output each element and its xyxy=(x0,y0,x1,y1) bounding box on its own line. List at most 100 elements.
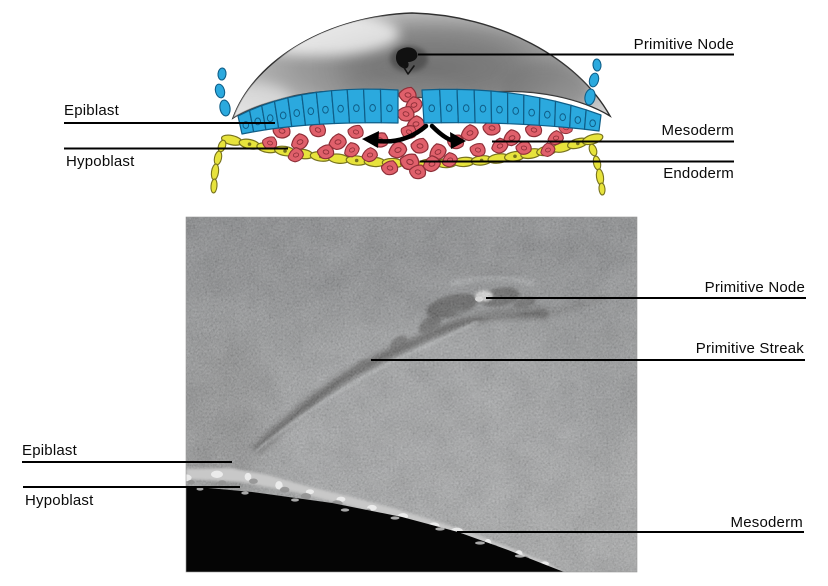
epiblast-cell-nucleus xyxy=(528,108,535,117)
crumb-highlight xyxy=(211,470,223,478)
label-hypoblast-sem: Hypoblast xyxy=(25,492,94,509)
epiblast-cell xyxy=(379,88,399,124)
mesoderm-cell xyxy=(347,124,364,139)
label-epiblast-illustration: Epiblast xyxy=(64,102,119,119)
epiblast-cell-nucleus xyxy=(369,104,376,112)
epiblast-cell-nucleus xyxy=(544,110,551,119)
margin-hypoblast-cell xyxy=(598,182,606,196)
crumb-shadow xyxy=(218,480,227,486)
label-primitive-node-illustration: Primitive Node xyxy=(633,36,734,53)
label-mesoderm-illustration: Mesoderm xyxy=(661,122,734,139)
edge-speck xyxy=(241,491,249,495)
mesoderm-cell xyxy=(399,153,420,171)
margin-epiblast-cell xyxy=(217,67,227,81)
epiblast-cell-nucleus xyxy=(279,111,287,120)
mesoderm-cell xyxy=(287,147,304,163)
epiblast-cell xyxy=(421,88,442,124)
leader-lines xyxy=(22,53,806,533)
margin-epiblast-cell xyxy=(219,99,231,117)
epiblast-cell-nucleus xyxy=(266,114,274,123)
epiblast-cell-nucleus xyxy=(337,104,344,113)
crumb-highlight xyxy=(275,481,283,490)
hypoblast-cell-nucleus xyxy=(247,142,252,146)
margin-hypoblast-cell xyxy=(588,143,598,157)
margin-hypoblast-cell xyxy=(592,155,602,171)
edge-speck xyxy=(196,487,204,491)
broken-edge-specks xyxy=(196,487,526,558)
mesoderm-cell xyxy=(262,136,278,150)
shadow-wedge xyxy=(186,486,564,572)
epiblast-cell xyxy=(554,100,572,129)
mesoderm-cell xyxy=(344,142,360,158)
mesoderm-cell xyxy=(409,164,427,180)
edge-speck xyxy=(340,508,350,512)
margin-epiblast-cell xyxy=(588,72,600,88)
mesoderm-cell xyxy=(380,160,399,176)
hypoblast-cell-nucleus xyxy=(354,158,359,163)
crumb-highlight xyxy=(244,472,252,481)
epiblast-cell-nucleus xyxy=(479,104,487,113)
margin-epiblast-cell xyxy=(592,58,602,72)
edge-speck xyxy=(514,554,526,558)
epiblast-cell-nucleus xyxy=(512,107,520,115)
epiblast-cell xyxy=(523,94,541,126)
epiblast-cell-nucleus xyxy=(559,113,567,122)
mesoderm-cell xyxy=(422,155,441,173)
edge-speck xyxy=(475,541,485,545)
mesoderm-cell xyxy=(388,140,408,159)
epiblast-cell-nucleus xyxy=(293,109,301,117)
epiblast-cell-nucleus xyxy=(589,119,596,128)
epiblast-cell xyxy=(362,88,382,124)
label-primitive-streak-sem: Primitive Streak xyxy=(695,340,804,357)
crumb-highlight xyxy=(305,489,315,495)
mesoderm-cell xyxy=(540,142,556,157)
margin-hypoblast-cell xyxy=(210,163,220,181)
epiblast-cell xyxy=(538,97,557,128)
epiblast-cell xyxy=(439,88,459,124)
epiblast-cell-nucleus xyxy=(428,104,436,113)
illustration-embryo-cross-section xyxy=(210,12,612,196)
arrow-left-head xyxy=(362,131,379,148)
epiblast-cell xyxy=(330,88,351,125)
label-primitive-node-sem: Primitive Node xyxy=(704,279,805,296)
migration-arrows xyxy=(362,123,466,149)
label-hypoblast-illustration: Hypoblast xyxy=(66,153,135,170)
mesoderm-cell xyxy=(410,137,429,154)
epiblast-cell-nucleus xyxy=(462,104,470,113)
epiblast-cell xyxy=(456,88,476,124)
mesoderm-cell xyxy=(469,143,486,157)
margin-epiblast-cell xyxy=(214,83,226,99)
edge-speck xyxy=(291,498,299,502)
margin-epiblast-cell xyxy=(584,88,596,106)
mesoderm-cell xyxy=(361,147,378,163)
arrow-right-head xyxy=(450,132,466,149)
margin-hypoblast-cell xyxy=(213,150,223,166)
epiblast-cell-nucleus xyxy=(386,104,393,113)
margin-hypoblast-cell xyxy=(210,178,218,194)
epiblast-cell xyxy=(473,89,493,124)
epiblast-cell xyxy=(583,109,602,132)
epiblast-cell-nucleus xyxy=(574,116,582,124)
edge-speck xyxy=(390,516,400,520)
edge-speck xyxy=(435,527,445,531)
mesoderm-cell xyxy=(316,144,335,160)
epiblast-cell-nucleus xyxy=(254,117,262,126)
label-epiblast-sem: Epiblast xyxy=(22,442,77,459)
crumb-highlight xyxy=(186,474,192,482)
mesoderm-cell xyxy=(328,133,347,151)
epiblast-cell-nucleus xyxy=(307,107,315,116)
epiblast-cell-nucleus xyxy=(445,104,453,112)
crumb-shadow xyxy=(300,492,312,500)
primitive-node-depression xyxy=(390,46,428,75)
epiblast-cell-nucleus xyxy=(322,105,329,114)
crumb-shadow xyxy=(249,478,258,484)
sem-micrograph-image xyxy=(186,217,637,572)
label-endoderm-illustration: Endoderm xyxy=(663,165,734,182)
arrow-left xyxy=(375,123,429,144)
hypoblast-cell-nucleus xyxy=(283,149,287,153)
epiblast-cell xyxy=(346,88,366,124)
epiblast-cell-nucleus xyxy=(496,105,503,114)
epiblast-cell xyxy=(569,104,587,130)
